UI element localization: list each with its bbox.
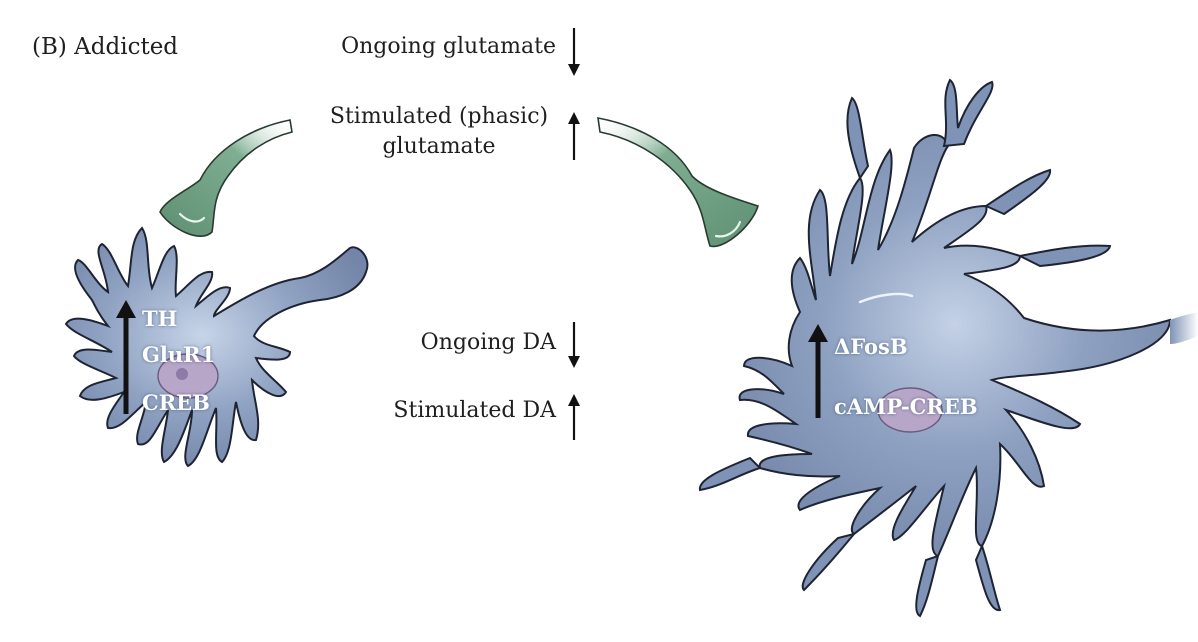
marker-creb: CREB [142,390,210,415]
left-neuron [64,226,369,468]
panel-label: (B) Addicted [32,34,179,60]
right-neuron [698,78,1198,618]
right-glutamate-terminal [597,117,759,248]
marker-glur1: GluR1 [142,342,216,367]
ongoing-da-label: Ongoing DA [420,330,556,355]
left-nucleus [157,353,219,399]
stimulated-glutamate-label-line1: Stimulated (phasic) [329,104,549,129]
left-glutamate-terminal [159,119,293,237]
down-arrow-icon [568,322,580,368]
marker-deltafosb: ΔFosB [834,334,908,359]
up-arrow-icon [568,112,580,160]
marker-th: TH [142,306,178,331]
stimulated-glutamate-label-line2: glutamate [382,134,496,159]
up-arrow-icon [568,394,580,440]
stimulated-da-label: Stimulated DA [393,398,556,423]
down-arrow-icon [568,28,580,76]
right-nucleus [877,387,943,433]
marker-camp-creb: cAMP-CREB [834,394,978,419]
ongoing-glutamate-label: Ongoing glutamate [341,34,556,59]
